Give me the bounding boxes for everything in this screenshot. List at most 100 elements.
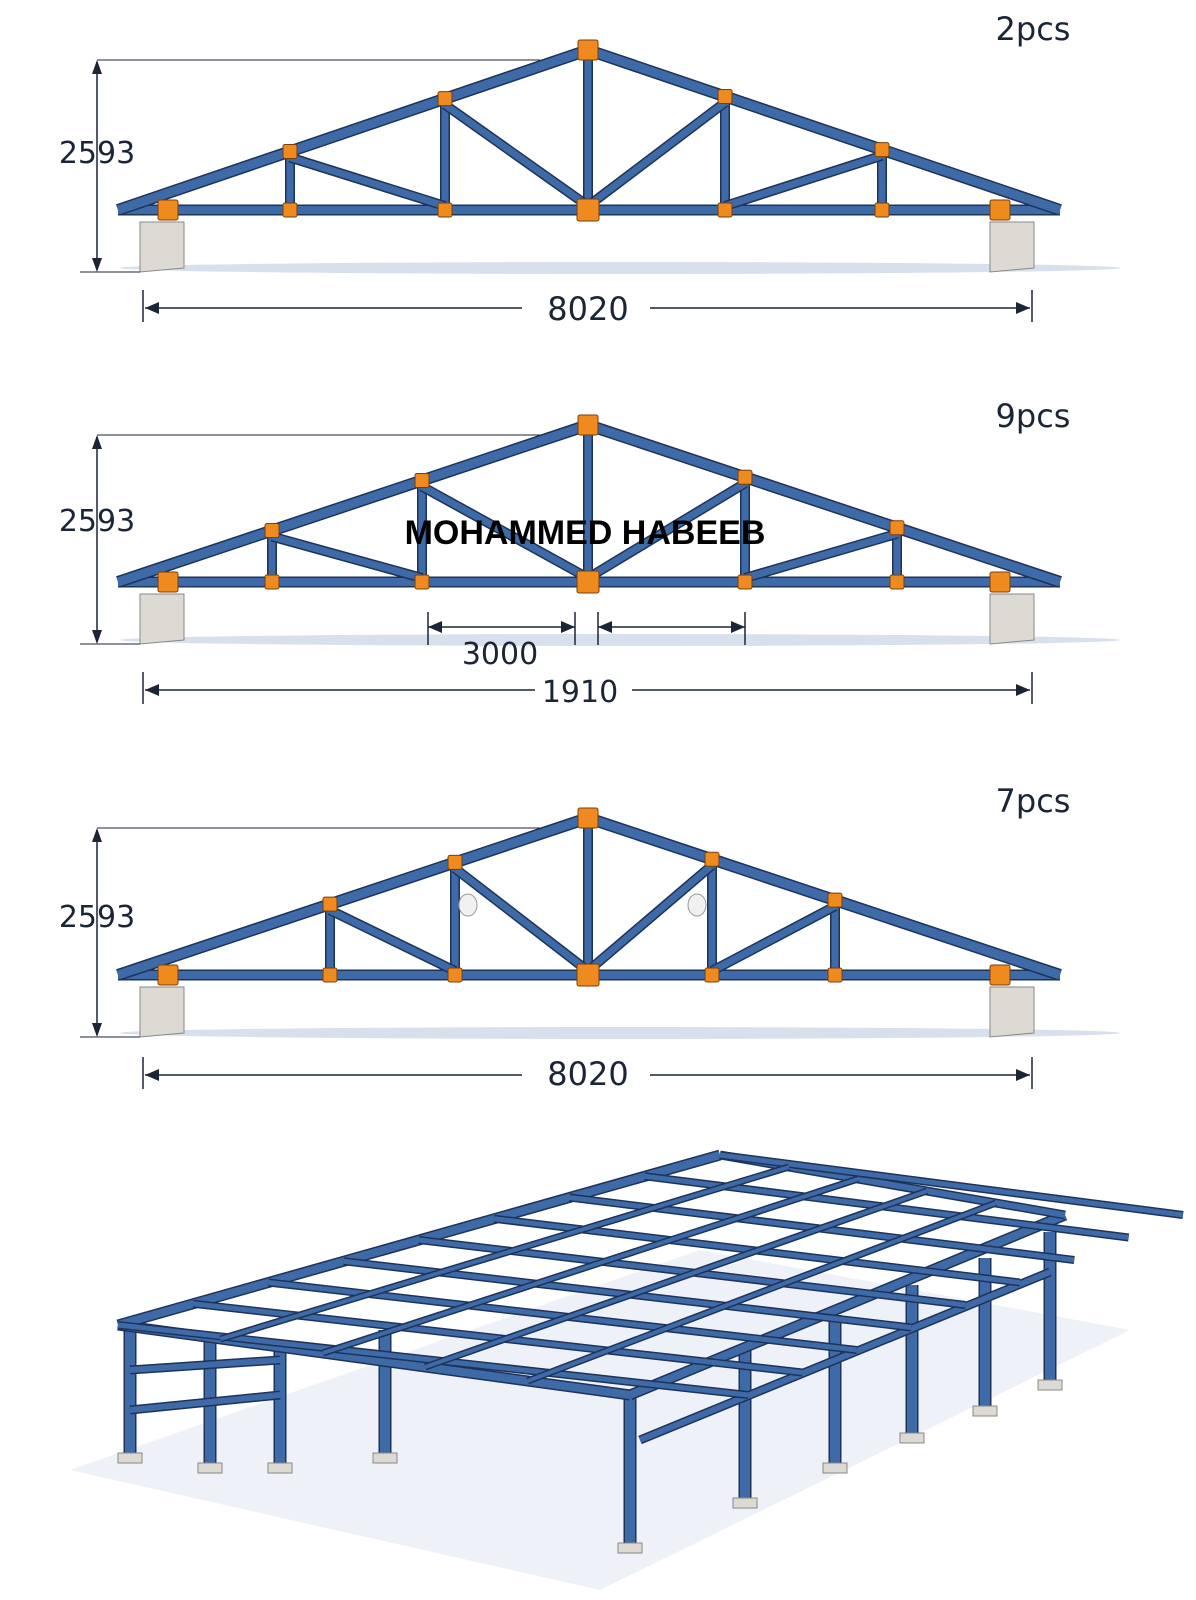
- top-chord-right: [586, 420, 1062, 587]
- truss-1-span-label: 8020: [547, 290, 628, 328]
- diagonal-member: [442, 101, 591, 209]
- purlin: [526, 1201, 997, 1383]
- diagonal-member: [723, 152, 884, 210]
- arrow-head: [1016, 684, 1030, 696]
- gusset-plate: [157, 964, 179, 986]
- diagonal-member: [271, 533, 423, 582]
- gusset-plate: [322, 896, 338, 912]
- gusset-plate: [157, 571, 179, 593]
- arrow-head: [92, 435, 102, 449]
- top-chord-right: [586, 45, 1062, 215]
- watermark: MOHAMMED HABEEB: [405, 514, 766, 552]
- arrow-head: [561, 621, 575, 633]
- truss-2-height-label: 2593: [59, 504, 135, 539]
- truss-1-quantity: 2pcs: [996, 10, 1071, 48]
- arrow-head: [1016, 302, 1030, 314]
- arrow-head: [145, 1069, 159, 1081]
- gusset-plate: [827, 892, 843, 908]
- gusset-plate: [827, 967, 843, 983]
- truss-2-panel-label: 3000: [462, 637, 538, 672]
- column-base: [1037, 1379, 1063, 1391]
- arrow-head: [1016, 1069, 1030, 1081]
- gusset-plate: [737, 469, 753, 485]
- arrow-head: [145, 302, 159, 314]
- concrete-support: [139, 593, 185, 645]
- gusset-plate: [737, 574, 753, 590]
- column-base: [617, 1542, 643, 1554]
- concrete-support: [139, 221, 185, 273]
- concrete-support: [989, 221, 1035, 273]
- arrow-head: [145, 684, 159, 696]
- column-base: [899, 1432, 925, 1444]
- column-base: [972, 1405, 998, 1417]
- gusset-plate: [704, 851, 720, 867]
- arrow-head: [92, 630, 102, 644]
- arrow-head: [428, 621, 442, 633]
- top-chord-right: [586, 813, 1062, 980]
- gusset-plate: [717, 202, 733, 218]
- gusset-plate: [576, 198, 600, 222]
- ground-shadow: [120, 262, 1120, 274]
- top-chord-left: [116, 45, 590, 215]
- gusset-plate: [717, 88, 733, 104]
- ground-shadow: [120, 1027, 1120, 1039]
- column-base: [372, 1452, 398, 1464]
- concrete-support: [139, 986, 185, 1038]
- truss-2-quantity: 9pcs: [996, 397, 1071, 435]
- truss-1: [80, 39, 1120, 322]
- gusset-plate: [704, 967, 720, 983]
- column-base: [822, 1462, 848, 1474]
- column-base: [117, 1452, 143, 1464]
- arrow-head: [598, 621, 612, 633]
- arrow-head: [92, 1023, 102, 1037]
- gusset-plate: [577, 39, 599, 61]
- gusset-plate: [576, 963, 600, 987]
- gusset-plate: [264, 574, 280, 590]
- gusset-plate: [447, 967, 463, 983]
- gusset-plate: [989, 571, 1011, 593]
- truss-3-height-label: 2593: [59, 900, 135, 935]
- diagonal-member: [452, 865, 591, 974]
- rafter: [719, 1152, 1184, 1218]
- gusset-plate: [989, 964, 1011, 986]
- truss-3: [80, 807, 1120, 1089]
- ground-shadow: [120, 634, 1120, 646]
- floor-shadow: [70, 1250, 1130, 1590]
- purlin: [322, 1177, 859, 1355]
- building-frame-3d: [70, 1149, 1184, 1590]
- purlin: [424, 1189, 928, 1369]
- diagonal-member: [328, 907, 457, 975]
- purlin: [219, 1165, 790, 1341]
- column-base: [267, 1462, 293, 1474]
- gusset-plate: [264, 523, 280, 539]
- arrow-head: [92, 828, 102, 842]
- truss-2-span-label: 1910: [542, 675, 618, 710]
- girt: [638, 1269, 1052, 1443]
- concrete-support: [989, 986, 1035, 1038]
- gusset-plate: [282, 143, 298, 159]
- gusset-plate: [437, 202, 453, 218]
- gusset-plate: [322, 967, 338, 983]
- girt: [129, 1357, 281, 1373]
- gusset-plate: [577, 414, 599, 436]
- concrete-support: [989, 593, 1035, 645]
- gusset-plate: [577, 807, 599, 829]
- column-base: [197, 1462, 223, 1474]
- gusset-plate: [576, 570, 600, 594]
- diagonal-member: [585, 99, 728, 209]
- top-chord-left: [116, 813, 590, 980]
- truss-3-span-label: 8020: [547, 1055, 628, 1093]
- gusset-plate: [874, 202, 890, 218]
- gusset-plate: [282, 202, 298, 218]
- gusset-plate: [889, 520, 905, 536]
- diagonal-member: [586, 480, 747, 581]
- girt: [129, 1392, 281, 1413]
- diagonal-member: [585, 862, 715, 974]
- arrow-head: [731, 621, 745, 633]
- gusset-plate: [989, 199, 1011, 221]
- arrow-head: [92, 60, 102, 74]
- arrow-head: [92, 258, 102, 272]
- gusset-plate: [874, 142, 890, 158]
- gusset-plate: [437, 91, 453, 107]
- diagonal-member: [288, 154, 447, 210]
